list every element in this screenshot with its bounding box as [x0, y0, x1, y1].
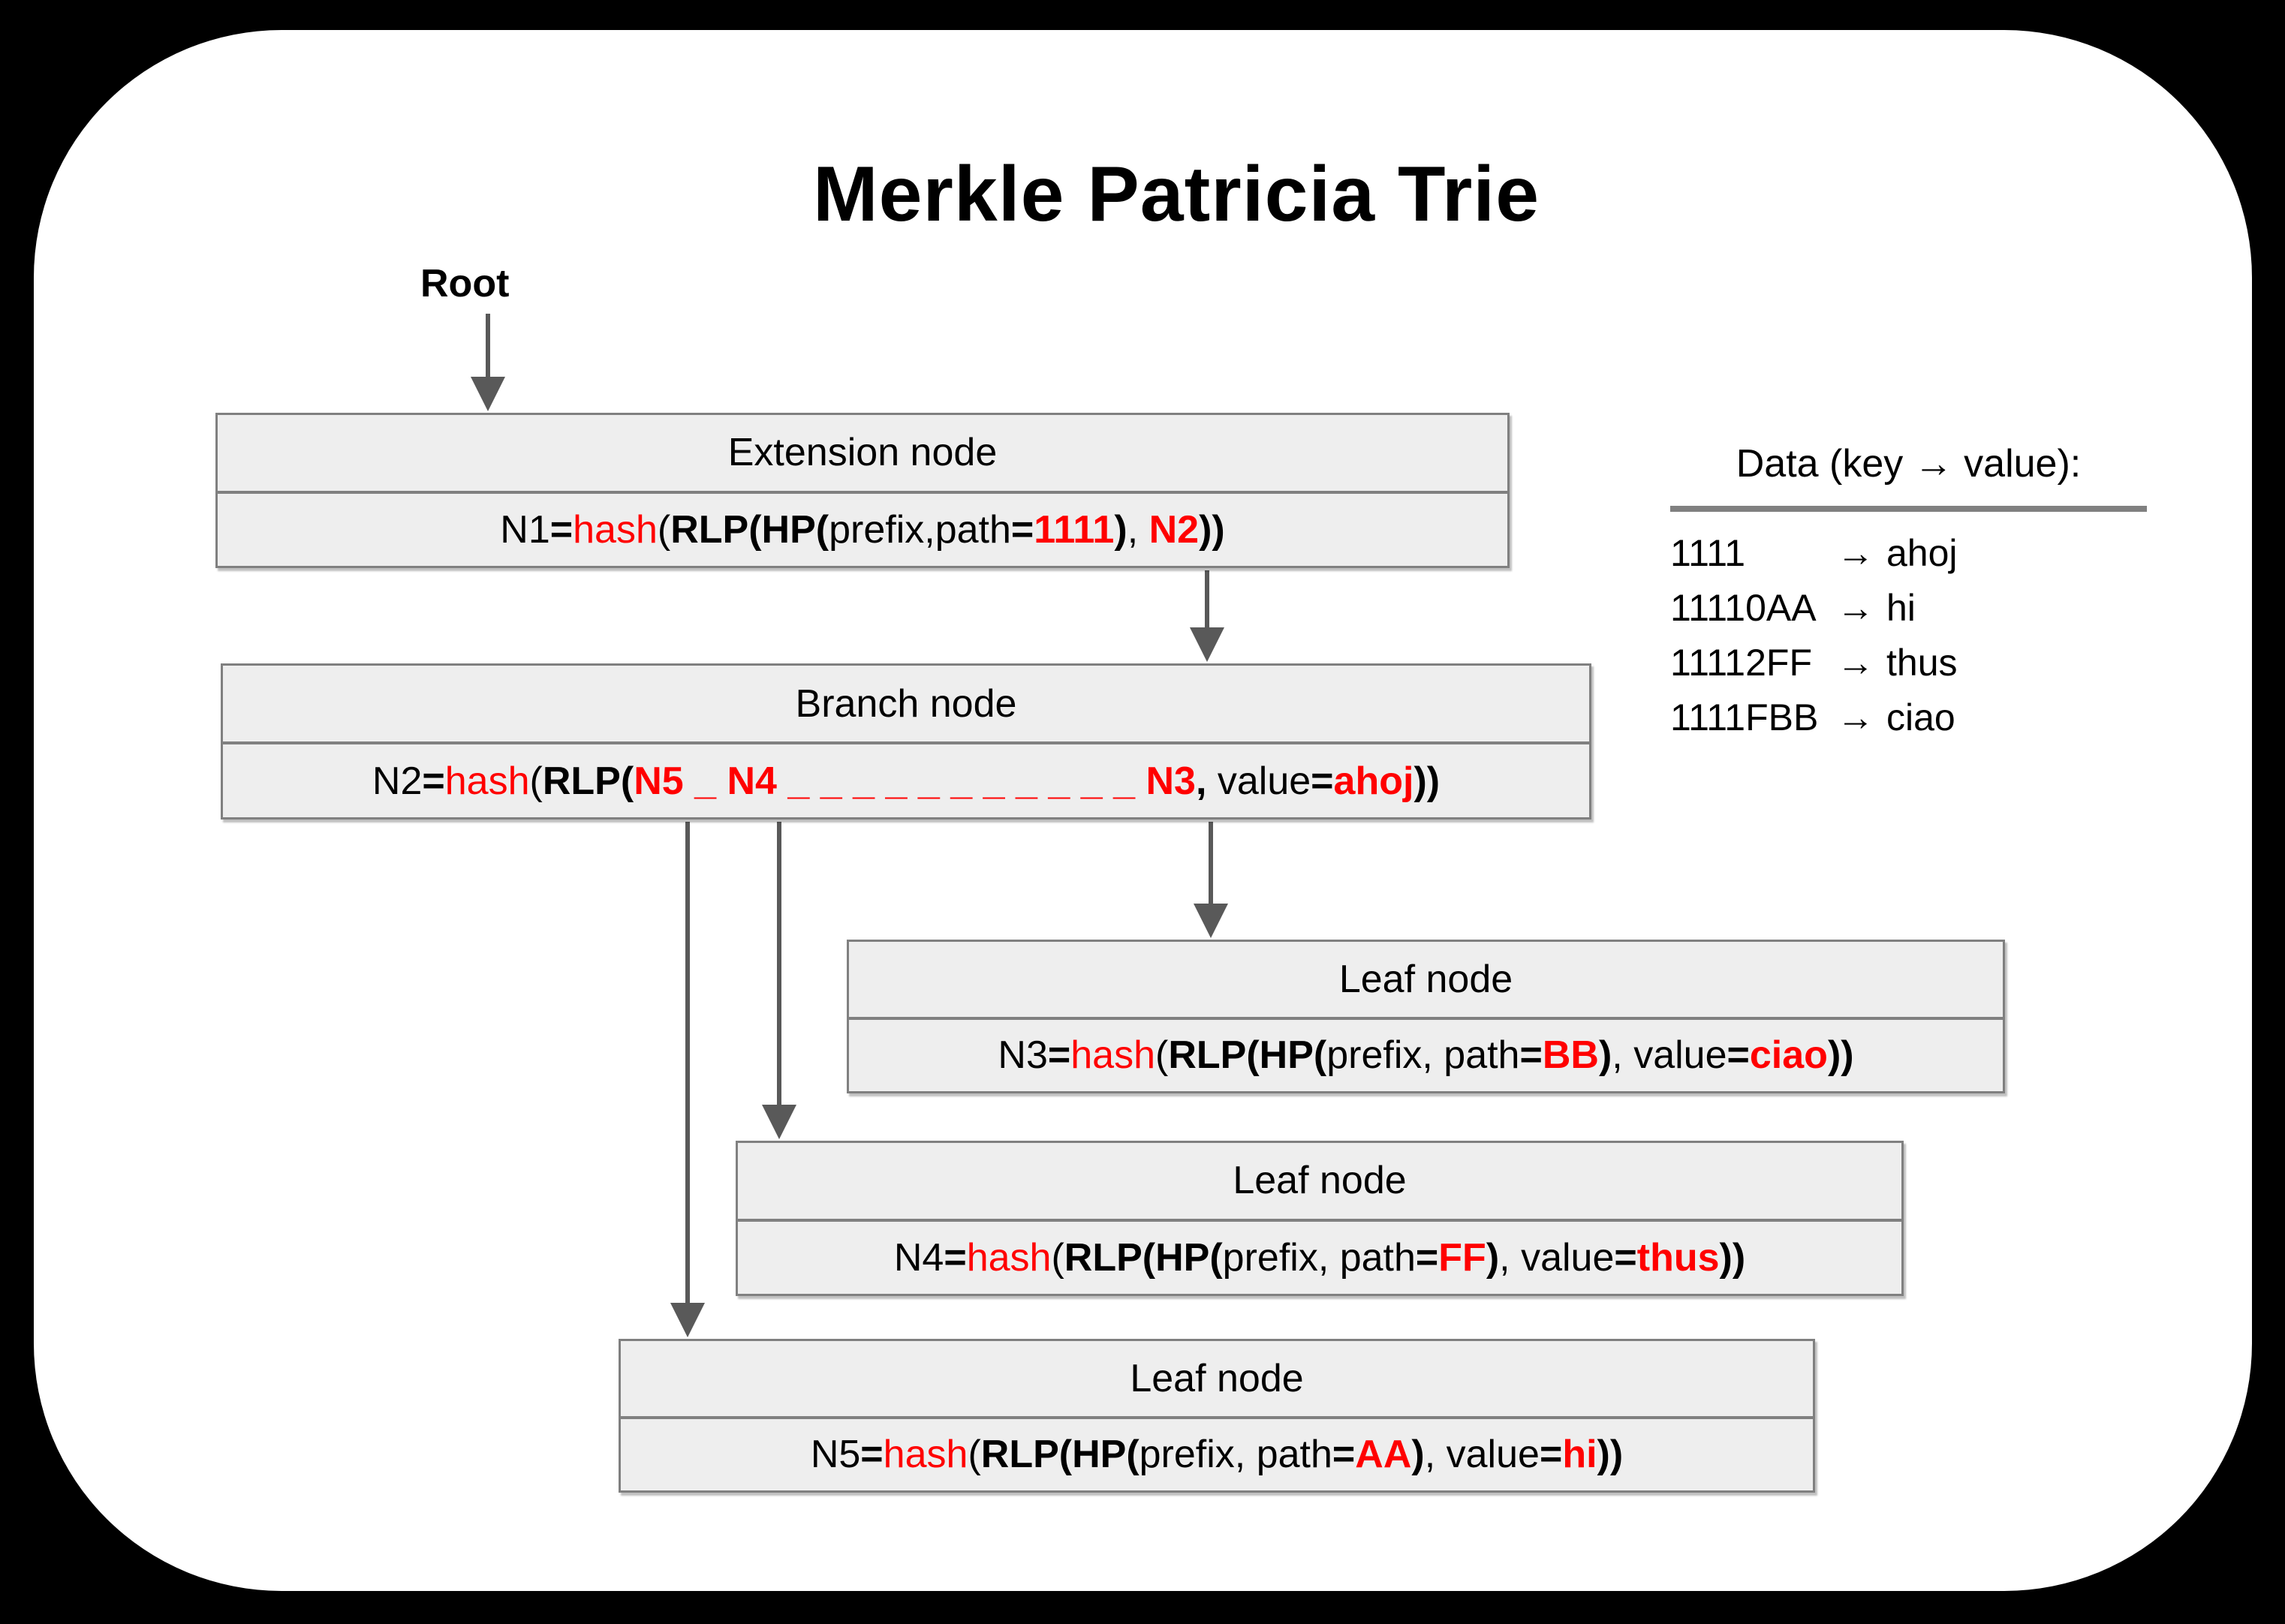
branch-node-box: Branch node N2=hash(RLP(N5 _ N4 _ _ _ _ …	[221, 663, 1591, 820]
leaf-node-n4-formula: N4=hash(RLP(HP(prefix, path=FF), value=t…	[893, 1235, 1746, 1280]
extension-node-title: Extension node	[218, 415, 1507, 494]
branch-to-n5-arrow-line	[685, 822, 690, 1306]
leaf-node-n3-box: Leaf node N3=hash(RLP(HP(prefix, path=BB…	[847, 940, 2005, 1093]
right-arrow-icon: →	[1837, 531, 1874, 574]
data-value: hi	[1886, 586, 1916, 629]
leaf-node-n3-formula: N3=hash(RLP(HP(prefix, path=BB), value=c…	[998, 1033, 1854, 1078]
extension-node-body: N1=hash(RLP(HP(prefix,path=1111), N2))	[218, 494, 1507, 567]
data-row: 1111 → ahoj	[1670, 525, 2147, 580]
branch-to-n5-arrow-down-icon	[670, 1303, 705, 1337]
leaf-node-n5-title: Leaf node	[621, 1341, 1813, 1419]
branch-node-title: Branch node	[223, 666, 1589, 744]
root-label: Root	[420, 262, 510, 305]
data-row: 11110AA → hi	[1670, 580, 2147, 635]
leaf-node-n4-title: Leaf node	[738, 1143, 1901, 1222]
extension-to-branch-arrow-down-icon	[1190, 627, 1224, 662]
data-row: 1111FBB → ciao	[1670, 690, 2147, 744]
branch-node-body: N2=hash(RLP(N5 _ N4 _ _ _ _ _ _ _ _ _ _ …	[223, 744, 1589, 817]
data-value: ciao	[1886, 696, 1955, 738]
extension-node-box: Extension node N1=hash(RLP(HP(prefix,pat…	[215, 413, 1510, 568]
root-arrow-line	[486, 314, 490, 380]
data-panel-underline	[1670, 506, 2147, 512]
data-key: 11112FF	[1670, 641, 1812, 684]
leaf-node-n3-body: N3=hash(RLP(HP(prefix, path=BB), value=c…	[849, 1020, 2003, 1092]
extension-node-formula: N1=hash(RLP(HP(prefix,path=1111), N2))	[500, 507, 1225, 552]
leaf-node-n3-title: Leaf node	[849, 942, 2003, 1020]
leaf-node-n5-body: N5=hash(RLP(HP(prefix, path=AA), value=h…	[621, 1419, 1813, 1491]
data-key: 1111	[1670, 531, 1746, 574]
data-key: 1111FBB	[1670, 696, 1819, 738]
leaf-node-n4-box: Leaf node N4=hash(RLP(HP(prefix, path=FF…	[736, 1141, 1904, 1296]
diagram-canvas: Merkle Patricia Trie Root Extension node…	[34, 30, 2252, 1591]
leaf-node-n4-body: N4=hash(RLP(HP(prefix, path=FF), value=t…	[738, 1222, 1901, 1295]
data-key-value-panel: Data (key → value): 1111 → ahoj 11110AA …	[1670, 441, 2147, 744]
right-arrow-icon: →	[1837, 641, 1874, 684]
branch-to-n4-arrow-down-icon	[762, 1105, 796, 1139]
right-arrow-icon: →	[1837, 586, 1874, 629]
right-arrow-icon: →	[1837, 696, 1874, 738]
leaf-node-n5-formula: N5=hash(RLP(HP(prefix, path=AA), value=h…	[810, 1433, 1624, 1477]
data-value: ahoj	[1886, 531, 1958, 574]
data-value: thus	[1886, 641, 1958, 684]
branch-to-n4-arrow-line	[777, 822, 781, 1108]
branch-to-n3-arrow-line	[1209, 822, 1213, 907]
branch-to-n3-arrow-down-icon	[1194, 904, 1228, 938]
root-arrow-down-icon	[471, 377, 505, 411]
leaf-node-n5-box: Leaf node N5=hash(RLP(HP(prefix, path=AA…	[619, 1339, 1815, 1493]
branch-node-formula: N2=hash(RLP(N5 _ N4 _ _ _ _ _ _ _ _ _ _ …	[372, 759, 1441, 803]
data-panel-header: Data (key → value):	[1736, 442, 2082, 486]
page-title: Merkle Patricia Trie	[812, 151, 1540, 238]
data-row: 11112FF → thus	[1670, 635, 2147, 690]
data-key: 11110AA	[1670, 586, 1817, 629]
extension-to-branch-arrow-line	[1205, 570, 1209, 630]
